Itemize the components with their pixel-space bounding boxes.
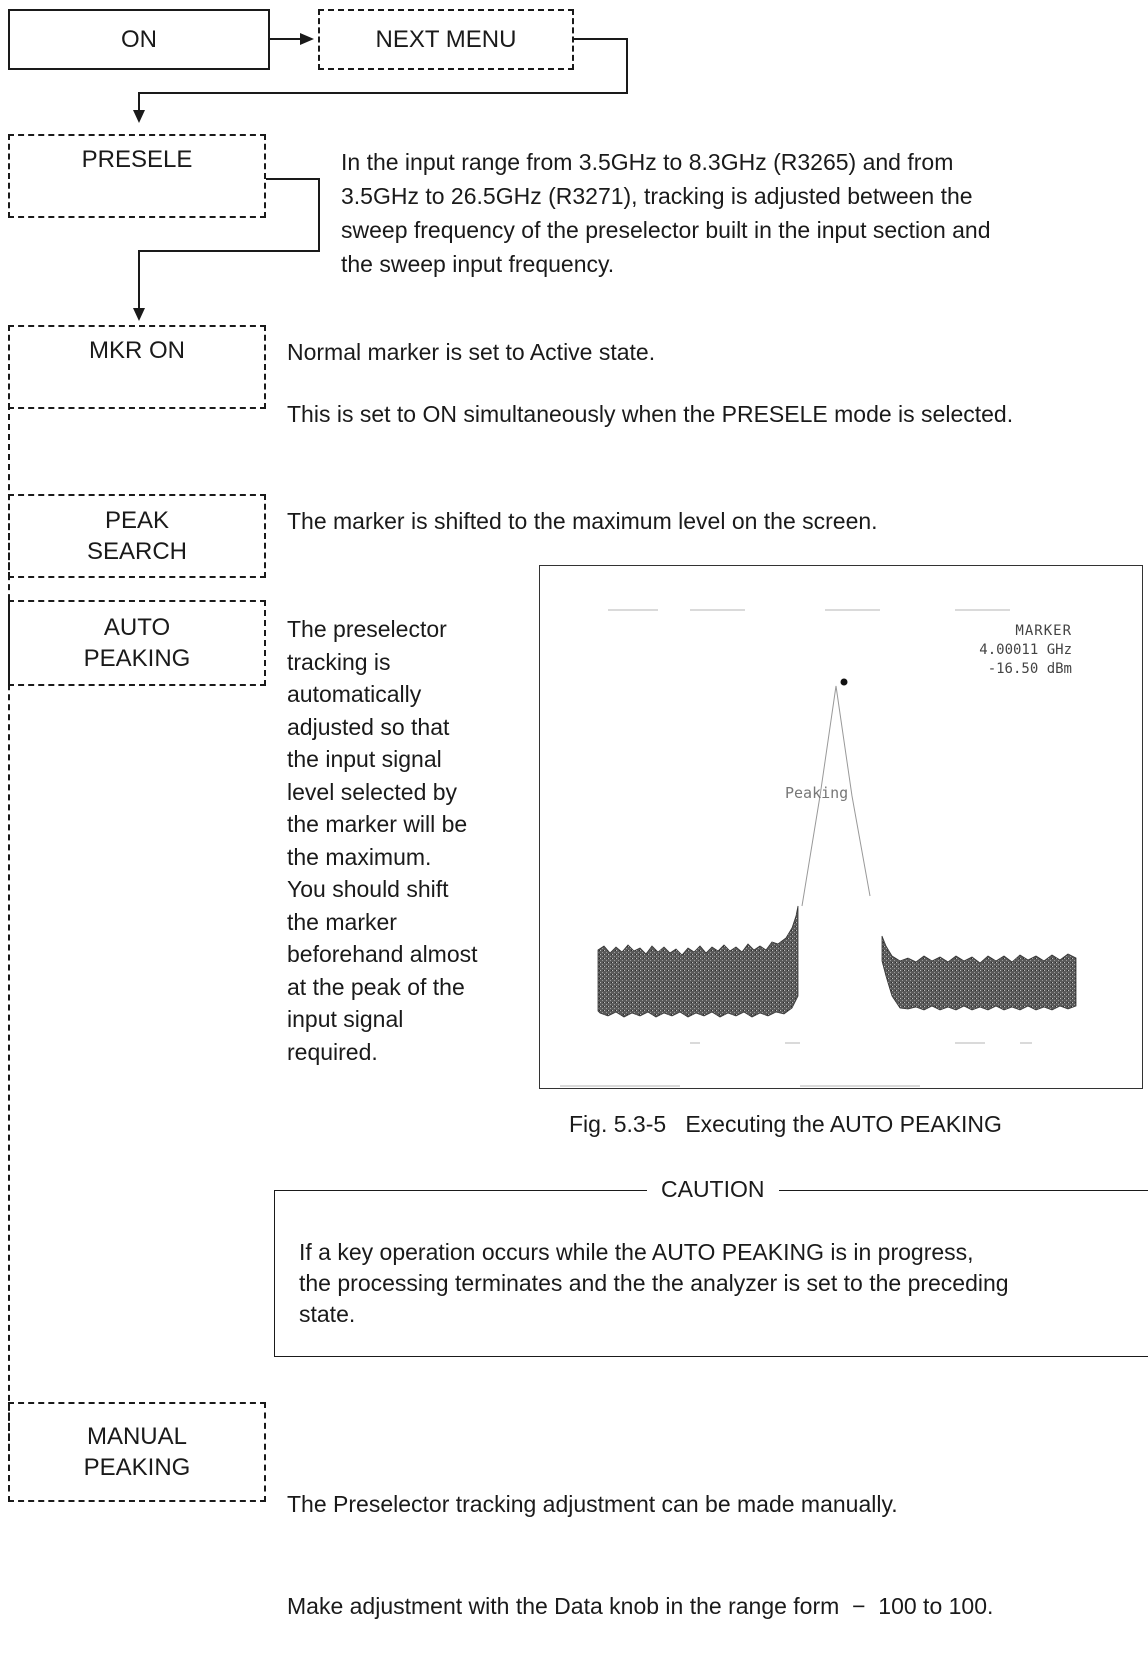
graticule-marks (560, 609, 1032, 1087)
next-menu-key[interactable]: NEXT MENU (318, 9, 574, 70)
connector-down-mkr (138, 250, 140, 312)
mkr-on-key-label: MKR ON (89, 337, 185, 364)
text-line: at the peak of the (287, 973, 465, 1000)
text-line: The preselector (287, 616, 447, 642)
arrow-down-icon (133, 110, 145, 123)
presele-key-label: PRESELE (81, 146, 193, 173)
screen-graphics (560, 609, 1077, 1087)
text-line: the maximum. (287, 843, 432, 870)
manual-peaking-description: The Preselector tracking adjustment can … (287, 1419, 1147, 1657)
connector-on-next (270, 38, 302, 40)
arrow-right-icon (300, 33, 314, 45)
analyzer-screen-figure: MARKER 4.00011 GHz -16.50 dBm Peaking (539, 565, 1143, 1089)
text-line: beforehand almost (287, 941, 478, 967)
connector-return (138, 92, 628, 94)
peaking-status: Peaking (785, 784, 849, 802)
text-line: state. (299, 1301, 356, 1327)
auto-peaking-description: The preselector tracking is automaticall… (287, 613, 523, 1068)
caution-title: CAUTION (647, 1175, 779, 1204)
caution-box: CAUTION If a key operation occurs while … (274, 1175, 1148, 1357)
auto-peaking-key-label: AUTO PEAKING (83, 614, 191, 672)
marker-readout-frequency: 4.00011 GHz (979, 642, 1072, 658)
caution-text: If a key operation occurs while the AUTO… (299, 1237, 1148, 1330)
text-line: the marker (287, 908, 397, 935)
text-line: the processing terminates and the the an… (299, 1270, 1009, 1296)
marker-point (840, 678, 848, 686)
text-line: The Preselector tracking adjustment can … (287, 1491, 898, 1517)
text-line: 3.5GHz to 26.5GHz (R3271), tracking is a… (341, 183, 973, 209)
on-key[interactable]: ON (8, 9, 270, 70)
connector-presele-out (266, 178, 320, 180)
peak-search-description: The marker is shifted to the maximum lev… (287, 508, 878, 534)
right-noise-floor (881, 935, 1077, 1011)
connector-presele-back (138, 250, 320, 252)
text-line: If a key operation occurs while the AUTO… (299, 1239, 974, 1265)
on-key-label: ON (121, 26, 157, 53)
presele-key[interactable]: PRESELE (8, 134, 266, 218)
text-line: input signal (287, 1006, 404, 1032)
text-line: the input signal (287, 746, 442, 772)
manual-peaking-key[interactable]: MANUAL PEAKING (8, 1402, 266, 1502)
peak-search-key[interactable]: PEAK SEARCH (8, 494, 266, 578)
text-line: You should shift (287, 876, 449, 902)
figure-caption: Fig. 5.3-5 Executing the AUTO PEAKING (569, 1111, 1002, 1137)
left-noise-floor (597, 905, 799, 1018)
text-line: level selected by (287, 778, 458, 805)
submenu-dashed-spine (8, 404, 10, 1491)
text-line: tracking is (287, 648, 391, 675)
manual-peaking-key-label: MANUAL PEAKING (83, 1423, 191, 1481)
connector-presele-v (318, 178, 320, 252)
text-line: automatically (287, 681, 422, 707)
marker-readout-title: MARKER (1015, 623, 1072, 639)
text-line: sweep frequency of the preselector built… (341, 217, 991, 243)
arrow-down-icon (133, 308, 145, 321)
text-line: adjusted so that (287, 713, 450, 740)
signal-peak (801, 685, 871, 907)
text-line: In the input range from 3.5GHz to 8.3GHz… (341, 149, 954, 175)
next-menu-key-label: NEXT MENU (375, 26, 517, 53)
peak-search-key-label: PEAK SEARCH (86, 507, 188, 565)
connector-next-out (574, 38, 628, 40)
presele-description: In the input range from 3.5GHz to 8.3GHz… (341, 145, 1141, 281)
text-line: required. (287, 1038, 378, 1065)
text-line: Make adjustment with the Data knob in th… (287, 1593, 994, 1619)
mkr-on-description-2: This is set to ON simultaneously when th… (287, 401, 1014, 427)
text-line: the sweep input frequency. (341, 251, 615, 277)
auto-peaking-key[interactable]: AUTO PEAKING (8, 600, 266, 686)
text-line: the marker will be (287, 811, 468, 837)
connector-next-down (626, 38, 628, 92)
mkr-on-key[interactable]: MKR ON (8, 325, 266, 409)
connector-down-presele (138, 92, 140, 114)
mkr-on-description-1: Normal marker is set to Active state. (287, 339, 656, 365)
marker-readout-level: -16.50 dBm (987, 661, 1072, 677)
